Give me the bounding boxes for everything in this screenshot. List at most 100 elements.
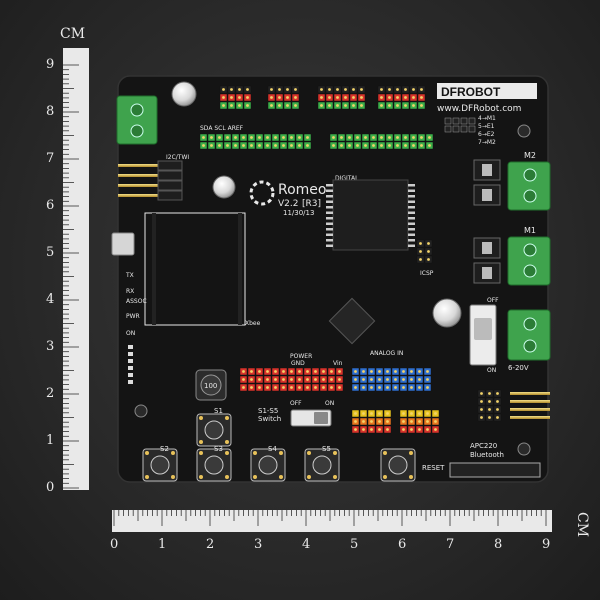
- romeo-logo: Romeo V2.2 [R3] 11/30/13: [249, 180, 326, 217]
- label-s4: S4: [268, 445, 277, 453]
- pin-contact: [419, 250, 422, 253]
- jumper-pin: [468, 117, 476, 125]
- pin-contact: [332, 144, 335, 147]
- pin-contact: [266, 136, 269, 139]
- button-leg: [383, 451, 387, 455]
- mosfet-tab: [482, 189, 492, 201]
- motor-pin-labels: 4→M1 5→E1 6→E2 7→M2: [478, 115, 496, 146]
- pin-contact: [282, 370, 285, 373]
- button-leg: [279, 451, 283, 455]
- icsp-header: [416, 239, 433, 264]
- chip-pin: [408, 222, 415, 225]
- pin-contact: [418, 386, 421, 389]
- pin-contact: [298, 378, 301, 381]
- button-leg: [199, 416, 203, 420]
- pin-contact: [270, 96, 273, 99]
- pin-contact: [242, 136, 245, 139]
- pin-contact: [370, 428, 373, 431]
- pin-contact: [258, 378, 261, 381]
- pin-contact: [286, 104, 289, 107]
- pin-contact: [258, 136, 261, 139]
- pin-contact: [402, 420, 405, 423]
- pin-contact: [386, 420, 389, 423]
- pin-contact: [242, 144, 245, 147]
- chip-pin: [326, 184, 333, 187]
- chip-pin: [326, 217, 333, 220]
- pin-contact: [230, 104, 233, 107]
- pin-contact: [360, 96, 363, 99]
- pin-contact: [402, 378, 405, 381]
- pin-contact: [238, 88, 241, 91]
- label-sda-scl: SDA SCL AREF: [200, 125, 244, 132]
- pin-contact: [270, 88, 273, 91]
- pin-contact: [356, 144, 359, 147]
- i2c-pin: [118, 184, 158, 187]
- pin-contact: [330, 386, 333, 389]
- pin-contact: [426, 412, 429, 415]
- s1-s5-switch-knob: [314, 412, 328, 424]
- pin-contact: [230, 88, 233, 91]
- pin-contact: [419, 242, 422, 245]
- push-buttons: [142, 413, 416, 482]
- pin-contact: [496, 400, 499, 403]
- pin-contact: [418, 428, 421, 431]
- pin-contact: [258, 386, 261, 389]
- motor-jumper-pins: [444, 117, 476, 133]
- pin-contact: [322, 378, 325, 381]
- pin-contact: [298, 370, 301, 373]
- label-on: ON: [487, 367, 496, 374]
- pin-contact: [250, 144, 253, 147]
- pin-contact: [380, 104, 383, 107]
- button-leg: [307, 475, 311, 479]
- button-leg: [171, 475, 175, 479]
- pin-contact: [356, 136, 359, 139]
- left-num-0: 0: [46, 480, 54, 495]
- button-leg: [199, 475, 203, 479]
- pin-contact: [404, 88, 407, 91]
- pin-contact: [306, 370, 309, 373]
- pin-contact: [404, 144, 407, 147]
- label-switch: Switch: [258, 415, 281, 423]
- push-button-cap: [258, 455, 278, 475]
- right-pin: [510, 392, 550, 395]
- pin-contact: [394, 386, 397, 389]
- power-terminal-top: [116, 95, 158, 145]
- button-leg: [225, 475, 229, 479]
- pin-contact: [420, 136, 423, 139]
- pin-contact: [290, 144, 293, 147]
- pin-contact: [488, 408, 491, 411]
- board-version: V2.2: [278, 199, 298, 209]
- analog-header: [351, 367, 432, 392]
- chip-pin: [326, 244, 333, 247]
- pin-contact: [352, 96, 355, 99]
- bottom-ruler-numbers: 0 1 2 3 4 5 6 7 8 9: [110, 537, 550, 552]
- left-num-7: 7: [46, 151, 54, 166]
- pin-contact: [362, 428, 365, 431]
- bottom-num-7: 7: [446, 537, 454, 552]
- i2c-header: [118, 160, 183, 201]
- mosfet-array: [473, 159, 501, 284]
- pin-contact: [370, 378, 373, 381]
- button-leg: [199, 440, 203, 444]
- pin-contact: [246, 96, 249, 99]
- terminal-screw: [130, 124, 144, 138]
- pin-contact: [480, 400, 483, 403]
- pin-contact: [427, 242, 430, 245]
- pin-contact: [298, 136, 301, 139]
- label-s1: S1: [214, 407, 223, 415]
- label-assoc: ASSOC: [126, 298, 147, 305]
- xbee-socket: [144, 212, 246, 326]
- pin-contact: [242, 386, 245, 389]
- chip-pin: [408, 195, 415, 198]
- pin-contact: [360, 88, 363, 91]
- bottom-num-2: 2: [206, 537, 214, 552]
- pin-contact: [298, 386, 301, 389]
- pin-contact: [282, 386, 285, 389]
- pin-contact: [428, 144, 431, 147]
- label-tx: TX: [125, 272, 134, 279]
- pin-contact: [306, 144, 309, 147]
- pin-contact: [402, 428, 405, 431]
- pin-contact: [266, 386, 269, 389]
- chip-pin: [326, 189, 333, 192]
